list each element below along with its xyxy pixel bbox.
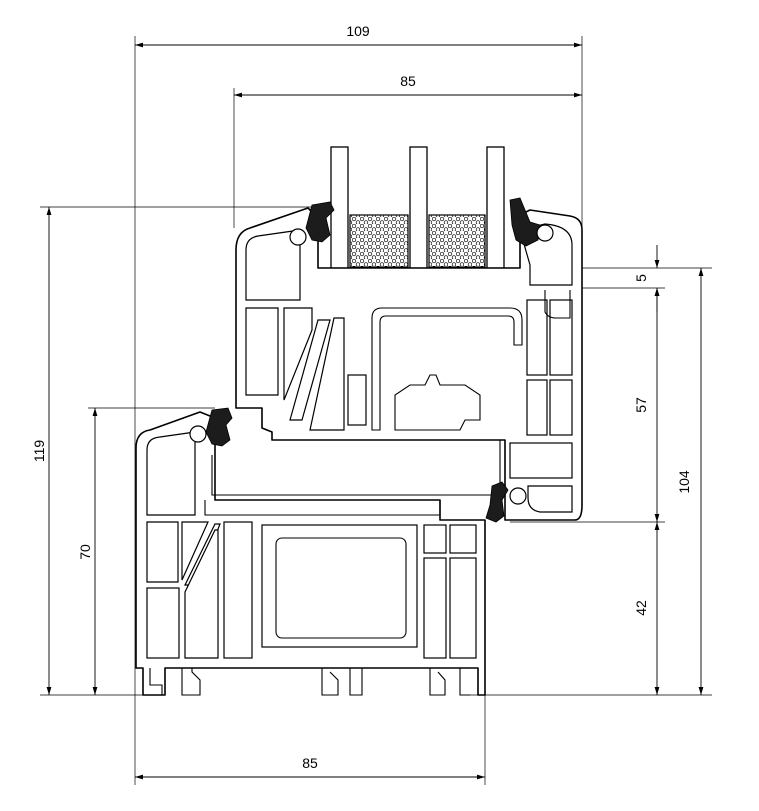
sash-reinforcement: [371, 307, 523, 431]
sash-chamber: [509, 442, 573, 479]
sash-chamber: [549, 379, 573, 436]
frame-foot: [321, 668, 363, 696]
sash-chamber: [289, 319, 331, 421]
glass-pane: [409, 146, 428, 273]
frame-chamber: [181, 521, 209, 581]
sash-hook: [544, 290, 571, 319]
dim-total-width: 109: [346, 23, 370, 39]
gasket-seat: [536, 224, 554, 242]
sash-chamber: [527, 485, 573, 513]
dim-frame-height: 70: [77, 544, 93, 560]
frame-rebate: [211, 440, 501, 496]
glass-pane: [486, 146, 505, 273]
gasket-seat: [189, 425, 207, 443]
gasket-frame-outer: [205, 407, 233, 447]
sash-profile: [235, 207, 583, 521]
gaskets: [189, 197, 554, 523]
sash-chamber: [283, 307, 313, 401]
glazing-unit: [317, 146, 519, 301]
frame-chamber: [146, 521, 179, 583]
sash-chamber: [245, 229, 301, 301]
frame-foot: [149, 668, 201, 696]
dim-sash-width: 85: [400, 73, 416, 89]
frame-chamber: [449, 524, 477, 554]
glass-spacer: [349, 214, 409, 268]
frame-chamber: [449, 557, 477, 659]
dimension-lines: [46, 42, 704, 780]
sash-chamber: [549, 299, 573, 376]
frame-chamber: [184, 529, 219, 659]
dim-sash-section: 57: [633, 397, 649, 413]
dim-frame-width: 85: [302, 755, 318, 771]
dimension-labels: 109 85 85 119 70 104 5 57 42: [31, 23, 692, 771]
frame-reinforcement-inner: [275, 537, 407, 639]
sash-outline: [235, 207, 583, 521]
sash-chamber: [347, 374, 367, 426]
sash-chamber: [309, 317, 345, 431]
sash-chamber: [526, 299, 548, 376]
dim-frame-section: 42: [633, 600, 649, 616]
frame-chamber: [223, 521, 253, 659]
gasket-frame-inner: [485, 481, 509, 523]
gasket-seat: [509, 487, 527, 505]
gasket-seat: [289, 228, 307, 246]
sash-chamber: [245, 307, 279, 396]
dim-total-height: 119: [31, 440, 47, 463]
dim-sash-height: 104: [676, 470, 692, 494]
frame-chamber: [146, 587, 180, 659]
frame-foot: [429, 668, 470, 696]
gasket-sash-outer: [305, 201, 335, 243]
frame-chamber: [146, 431, 196, 516]
glass-spacer: [428, 214, 486, 268]
sash-boss: [394, 374, 481, 431]
frame-reinforcement: [261, 524, 418, 648]
sash-chamber: [526, 379, 548, 436]
frame-chamber: [423, 524, 447, 554]
dim-glass-rebate: 5: [633, 274, 649, 282]
frame-chamber: [423, 557, 447, 659]
frame-inner-wall: [204, 500, 441, 516]
frame-profile: [135, 411, 501, 696]
